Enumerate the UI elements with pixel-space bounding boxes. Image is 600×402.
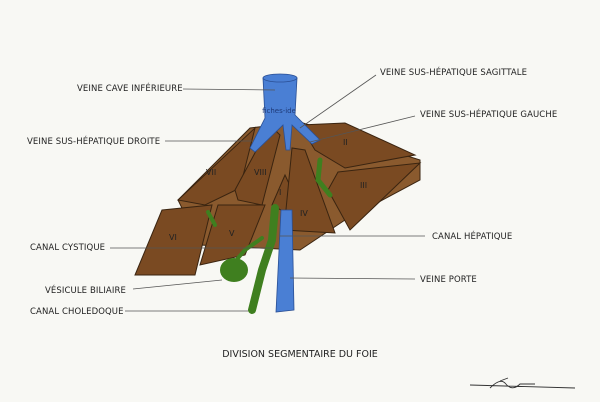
signature	[469, 377, 576, 389]
cystic-duct	[236, 236, 264, 260]
segment-V-shape	[199, 204, 266, 266]
label-canal-cystique: CANAL CYSTIQUE	[30, 243, 105, 253]
right-duct	[206, 210, 217, 227]
portal-vein	[275, 209, 295, 313]
segment-IV: IV	[300, 209, 308, 218]
label-sus-hep-sagittale: VEINE SUS-HÉPATIQUE SAGITTALE	[380, 66, 527, 78]
segment-III-shape	[327, 162, 422, 231]
segment-VI: VI	[169, 233, 177, 242]
segment-IV-shape	[283, 147, 336, 234]
segment-VII: VII	[206, 168, 216, 177]
label-veine-cave: VEINE CAVE INFÉRIEURE	[77, 82, 183, 94]
segment-III: III	[360, 181, 367, 190]
segment-II: II	[343, 138, 348, 147]
segment-I: I	[279, 188, 281, 197]
segment-VIII: VIII	[254, 168, 267, 177]
bile-ducts	[206, 157, 333, 314]
liver	[134, 121, 422, 276]
label-sus-hep-droite: VEINE SUS-HÉPATIQUE DROITE	[27, 135, 160, 147]
gallbladder	[220, 258, 248, 282]
vena-cava	[249, 77, 321, 153]
label-sus-hep-gauche: VEINE SUS-HÉPATIQUE GAUCHE	[420, 108, 557, 120]
veins	[249, 73, 321, 313]
left-hepatic-duct	[315, 157, 333, 198]
diagram-title: DIVISION SEGMENTAIRE DU FOIE	[222, 349, 378, 360]
segment-II-shape	[299, 122, 417, 169]
choledoque-duct	[248, 204, 279, 314]
label-veine-porte: VEINE PORTE	[420, 275, 477, 285]
label-choledoque: CANAL CHOLEDOQUE	[30, 307, 124, 317]
watermark: fiches-ide	[262, 107, 296, 115]
segment-V: V	[229, 229, 235, 238]
segment-VI-shape	[134, 204, 213, 276]
leader-lines	[110, 74, 425, 312]
label-canal-hepatique: CANAL HÉPATIQUE	[432, 230, 512, 242]
vena-cava-top	[262, 73, 298, 83]
label-vesicule: VÉSICULE BILIAIRE	[45, 284, 126, 296]
